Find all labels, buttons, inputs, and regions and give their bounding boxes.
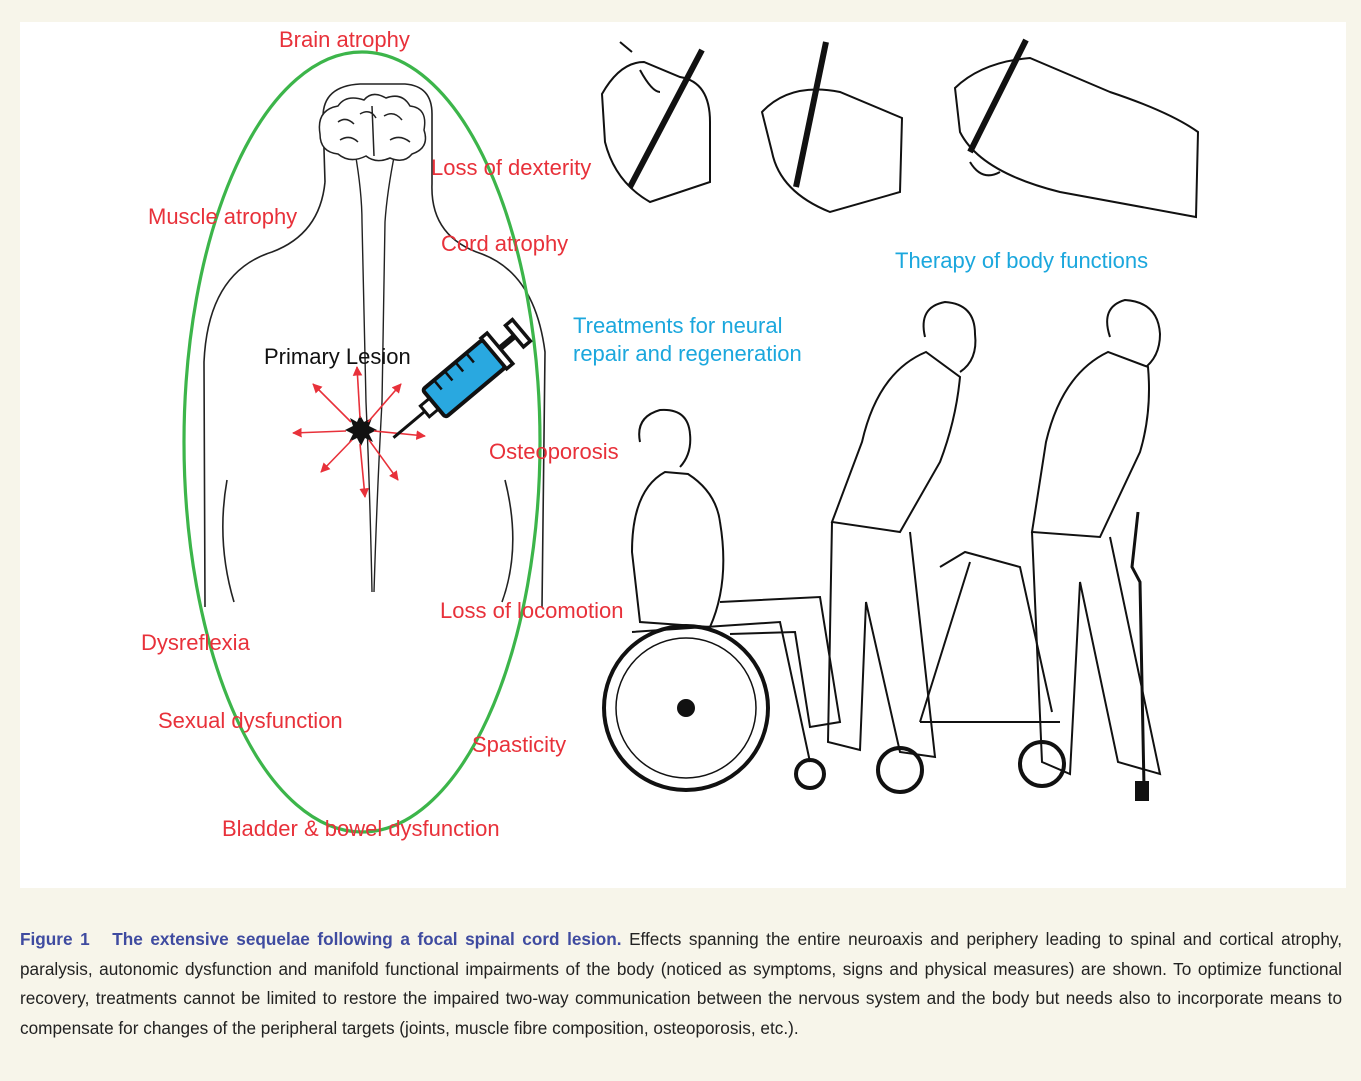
- label-brain-atrophy: Brain atrophy: [279, 27, 410, 53]
- figure-caption: Figure 1 The extensive sequelae followin…: [20, 925, 1342, 1043]
- label-sexual-dysfunction: Sexual dysfunction: [158, 708, 343, 734]
- label-dysreflexia: Dysreflexia: [141, 630, 250, 656]
- label-cord-atrophy: Cord atrophy: [441, 231, 568, 257]
- label-loss-of-dexterity: Loss of dexterity: [431, 155, 591, 181]
- figure-illustration: [20, 22, 1346, 888]
- brain-icon: [319, 94, 425, 160]
- label-spasticity: Spasticity: [472, 732, 566, 758]
- wheelchair-icon: [604, 410, 840, 790]
- label-primary-lesion: Primary Lesion: [264, 344, 411, 370]
- label-therapy: Therapy of body functions: [895, 248, 1148, 274]
- writing-hand-icon: [602, 40, 1198, 217]
- label-treatments-line2: repair and regeneration: [573, 341, 802, 367]
- label-loss-of-locomotion: Loss of locomotion: [440, 598, 623, 624]
- label-treatments-line1: Treatments for neural: [573, 313, 783, 339]
- walker-icon: [828, 302, 1064, 792]
- syringe-icon: [381, 315, 535, 453]
- label-muscle-atrophy: Muscle atrophy: [148, 204, 297, 230]
- label-osteoporosis: Osteoporosis: [489, 439, 619, 465]
- figure-panel: Brain atrophy Loss of dexterity Muscle a…: [20, 22, 1346, 888]
- label-bladder-bowel: Bladder & bowel dysfunction: [222, 816, 500, 842]
- crutch-icon: [1032, 300, 1160, 800]
- caption-figure-label: Figure 1: [20, 929, 90, 949]
- caption-title: The extensive sequelae following a focal…: [112, 929, 621, 949]
